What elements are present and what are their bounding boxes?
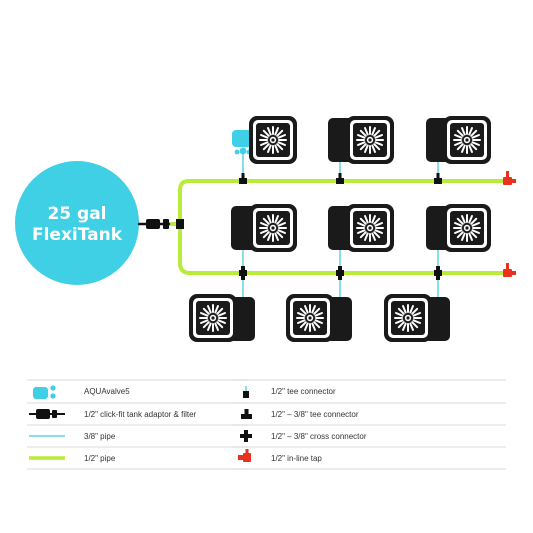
reducing-tee-connector-icon [434, 173, 442, 184]
legend-label-cross: 1/2" – 3/8" cross connector [271, 432, 367, 441]
legend-label-tee: 1/2" tee connector [271, 387, 336, 396]
pot-upper-2 [328, 115, 395, 165]
legend-tee-connector-icon [243, 386, 249, 398]
pot-middle-2 [328, 203, 395, 253]
pot-upper-3 [426, 115, 492, 165]
pot-middle-1 [231, 203, 298, 253]
flexitank: 25 gal FlexiTank [15, 161, 139, 285]
connectors [176, 173, 442, 280]
cross-connector-icon [434, 266, 442, 280]
cross-connector-icon [239, 266, 247, 280]
in-line-tap-upper [503, 171, 516, 185]
legend-label-aquavalve: AQUAvalve5 [84, 387, 130, 396]
tee-connector-icon [176, 219, 184, 229]
pot-upper-1 [248, 115, 298, 165]
legend-label-pipe-1-2: 1/2" pipe [84, 454, 116, 463]
legend-label-pipe-3-8: 3/8" pipe [84, 432, 116, 441]
tank-adaptor-filter [138, 219, 172, 229]
legend-cross-connector-icon [240, 430, 252, 442]
tank-body [15, 161, 139, 285]
pot-bottom-1 [188, 293, 255, 343]
legend-in-line-tap-icon [238, 449, 251, 462]
tank-label-size: 25 gal [47, 204, 106, 224]
cross-connector-icon [336, 266, 344, 280]
legend-label-tap: 1/2" in-line tap [271, 454, 322, 463]
pot-bottom-2 [285, 293, 352, 343]
legend-label-reducing-tee: 1/2" – 3/8" tee connector [271, 410, 359, 419]
pot-middle-3 [426, 203, 492, 253]
reducing-tee-connector-icon [336, 173, 344, 184]
legend-tank-adaptor-filter-icon [29, 409, 65, 419]
tank-label-name: FlexiTank [32, 225, 123, 245]
legend: AQUAvalve5 1/2" click-fit tank adaptor &… [27, 379, 506, 470]
reducing-tee-connector-icon [239, 173, 247, 184]
pot-bottom-3 [383, 293, 450, 343]
lower-main-pipe [178, 188, 507, 275]
legend-aquavalve-icon [33, 385, 56, 399]
in-line-tap-lower [503, 263, 516, 277]
legend-reducing-tee-connector-icon [241, 409, 252, 419]
legend-label-adaptor: 1/2" click-fit tank adaptor & filter [84, 410, 197, 419]
